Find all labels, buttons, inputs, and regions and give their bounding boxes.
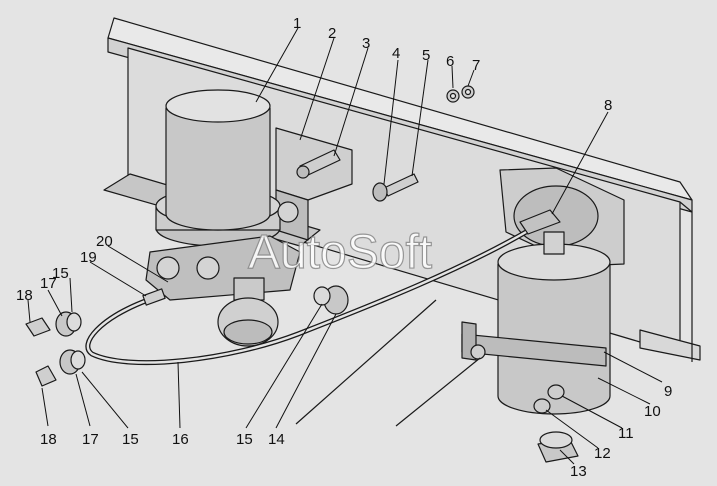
watermark-text: AutoSoft	[248, 226, 432, 279]
leader-6	[451, 65, 454, 89]
leader-16	[177, 361, 181, 429]
callout-9: 9	[664, 383, 672, 400]
callout-11: 11	[618, 425, 634, 442]
callout-18-top: 18	[16, 287, 33, 304]
callout-17-top: 17	[40, 275, 57, 292]
air-pipe	[85, 229, 528, 366]
support-lines	[295, 299, 481, 427]
leader-7	[467, 69, 475, 87]
fasteners	[296, 85, 475, 202]
leader-4	[383, 59, 399, 185]
leader-17-bottom	[75, 373, 91, 427]
air-receiver	[461, 209, 611, 415]
callout-14: 14	[268, 431, 285, 448]
leader-15-bottom	[81, 371, 129, 429]
callout-7: 7	[472, 57, 480, 74]
callout-15-center: 15	[236, 431, 253, 448]
callout-17-bottom: 17	[82, 431, 99, 448]
leader-17-top	[47, 289, 63, 317]
leader-10	[597, 377, 651, 405]
callout-13: 13	[570, 463, 587, 480]
leader-15-top	[69, 277, 73, 313]
drain-plug	[537, 431, 579, 463]
callout-2: 2	[328, 25, 336, 42]
leader-12	[545, 409, 599, 449]
leader-20	[107, 245, 169, 283]
leader-3	[333, 47, 369, 157]
leader-lines	[27, 27, 663, 465]
leader-2	[299, 37, 335, 141]
callout-10: 10	[644, 403, 661, 420]
callout-1: 1	[293, 15, 301, 32]
leader-8	[551, 111, 609, 215]
leader-18-bottom	[41, 387, 49, 427]
leader-13	[559, 449, 575, 465]
callout-labels: 1 2 3 4 5 6 7 8 9 10 11 12 13 14 15 15 1…	[16, 15, 672, 480]
leader-14	[275, 313, 337, 429]
callout-19: 19	[80, 249, 97, 266]
leader-18-top	[27, 299, 31, 323]
plug-and-washer	[313, 285, 349, 315]
callout-15-bottom: 15	[122, 431, 139, 448]
leader-9	[603, 351, 663, 383]
callout-3: 3	[362, 35, 370, 52]
leader-19	[89, 261, 147, 297]
callout-5: 5	[422, 47, 430, 64]
callout-4: 4	[392, 45, 400, 62]
callout-15-top: 15	[52, 265, 69, 282]
leader-1	[255, 27, 299, 103]
callout-8: 8	[604, 97, 612, 114]
leader-11	[561, 395, 623, 429]
callout-16: 16	[172, 431, 189, 448]
left-connectors	[25, 311, 86, 387]
leader-5	[411, 59, 429, 177]
callout-18-bottom: 18	[40, 431, 57, 448]
callout-6: 6	[446, 53, 454, 70]
air-dryer	[145, 89, 301, 347]
callout-12: 12	[594, 445, 611, 462]
leader-15-center	[245, 303, 323, 429]
callout-20: 20	[96, 233, 113, 250]
